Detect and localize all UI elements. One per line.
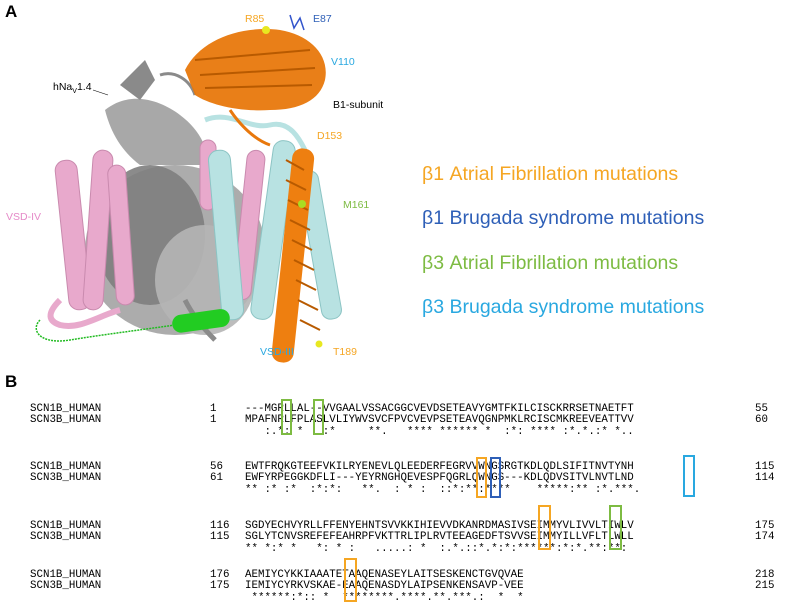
legend-b3-af: β3 Atrial Fibrillation mutations	[422, 252, 679, 274]
m161-label: M161	[343, 199, 370, 211]
b1-subunit-label: B1-subunit	[333, 99, 384, 111]
green-helix	[172, 309, 230, 333]
row-end: 60	[755, 414, 768, 426]
m161-marker	[298, 200, 306, 208]
row-name: SCN3B_HUMAN	[30, 580, 102, 592]
e87-marker	[289, 14, 305, 31]
row-start: 1	[210, 403, 217, 415]
row-seq: IEMIYCYRKVSKAE-EAAQENASDYLAIPSENKENSAVP-…	[245, 580, 524, 592]
row-seq: EWTFRQKGTEEFVKILRYENEVLQLEEDERFEGRVVWNGS…	[245, 461, 634, 473]
panel-a-letter: A	[5, 2, 18, 21]
mutation-box-b1-af	[344, 558, 357, 602]
green-loop	[35, 319, 176, 342]
t189-marker	[315, 340, 323, 348]
legend-b3-brugada: β3 Brugada syndrome mutations	[422, 296, 705, 318]
legend-b1-af: β1 Atrial Fibrillation mutations	[422, 163, 679, 185]
row-name: SCN3B_HUMAN	[30, 531, 102, 543]
row-name: SCN1B_HUMAN	[30, 403, 102, 415]
channel-structure-illustration	[35, 14, 342, 363]
vsd-iii-cyan	[204, 114, 342, 321]
conservation-line: ** *:* * *: * : .....: * :.*.::*.*:*:***…	[245, 543, 628, 555]
conservation-line: ** :* :* :*:*: **. : * : ::*:**:**** ***…	[245, 484, 641, 496]
row-seq: EWFYRPEGGKDFLI---YEYRNGHQEVESPFQGRLQWNGS…	[245, 472, 634, 484]
t189-label: T189	[333, 346, 357, 358]
row-start: 61	[210, 472, 223, 484]
mutation-box-b3-brugada	[683, 455, 695, 497]
row-name: SCN1B_HUMAN	[30, 461, 102, 473]
row-start: 56	[210, 461, 223, 473]
mutation-box-b3-af	[313, 399, 324, 435]
vsd-iii-label: VSD-III	[260, 346, 294, 358]
row-end: 115	[755, 461, 775, 473]
row-seq: ---MGRLLAL--VVGAALVSSACGGCVEVDSETEAVYGMT…	[245, 403, 634, 415]
panel-b-letter: B	[5, 372, 18, 391]
row-end: 218	[755, 569, 775, 581]
vsd-iv-label: VSD-IV	[6, 211, 42, 223]
row-start: 1	[210, 414, 217, 426]
r85-marker	[262, 26, 270, 34]
row-end: 215	[755, 580, 775, 592]
row-start: 175	[210, 580, 230, 592]
conservation-line: :.*: * :* **. **** ****** * :*: **** :*.…	[245, 426, 634, 438]
v110-label: V110	[331, 56, 355, 68]
mutation-box-b3-af	[281, 399, 292, 435]
row-start: 176	[210, 569, 230, 581]
row-seq: AEMIYCYKKIAAATETAAQENASEYLAITSESKENCTGVQ…	[245, 569, 524, 581]
row-end: 114	[755, 472, 775, 484]
d153-label: D153	[317, 130, 343, 142]
mutation-box-b1-brugada	[490, 457, 501, 498]
row-seq: MPAFNRLFPLASLVLIYWVSVCFPVCVEVPSETEAVQGNP…	[245, 414, 634, 426]
row-name: SCN3B_HUMAN	[30, 472, 102, 484]
conservation-line: ******:*:: * ********.****.**.***.: * *	[245, 592, 524, 604]
row-name: SCN1B_HUMAN	[30, 520, 102, 532]
row-seq: SGDYECHVYRLLFFENYEHNTSVVKKIHIEVVDKANRDMA…	[245, 520, 634, 532]
mutation-box-b1-af	[476, 457, 487, 498]
hnav-label: hNaV1.4	[53, 81, 92, 96]
mutation-box-b3-af	[609, 505, 622, 550]
row-end: 174	[755, 531, 775, 543]
r85-label: R85	[245, 13, 265, 25]
row-seq: SGLYTCNVSREFEFEAHRPFVKTTRLIPLRVTEEAGEDFT…	[245, 531, 634, 543]
row-start: 115	[210, 531, 230, 543]
row-name: SCN1B_HUMAN	[30, 569, 102, 581]
row-end: 175	[755, 520, 775, 532]
legend-b1-brugada: β1 Brugada syndrome mutations	[422, 207, 705, 229]
row-end: 55	[755, 403, 768, 415]
row-start: 116	[210, 520, 230, 532]
mutation-box-b1-af	[538, 505, 551, 550]
e87-label: E87	[313, 13, 332, 25]
row-name: SCN3B_HUMAN	[30, 414, 102, 426]
